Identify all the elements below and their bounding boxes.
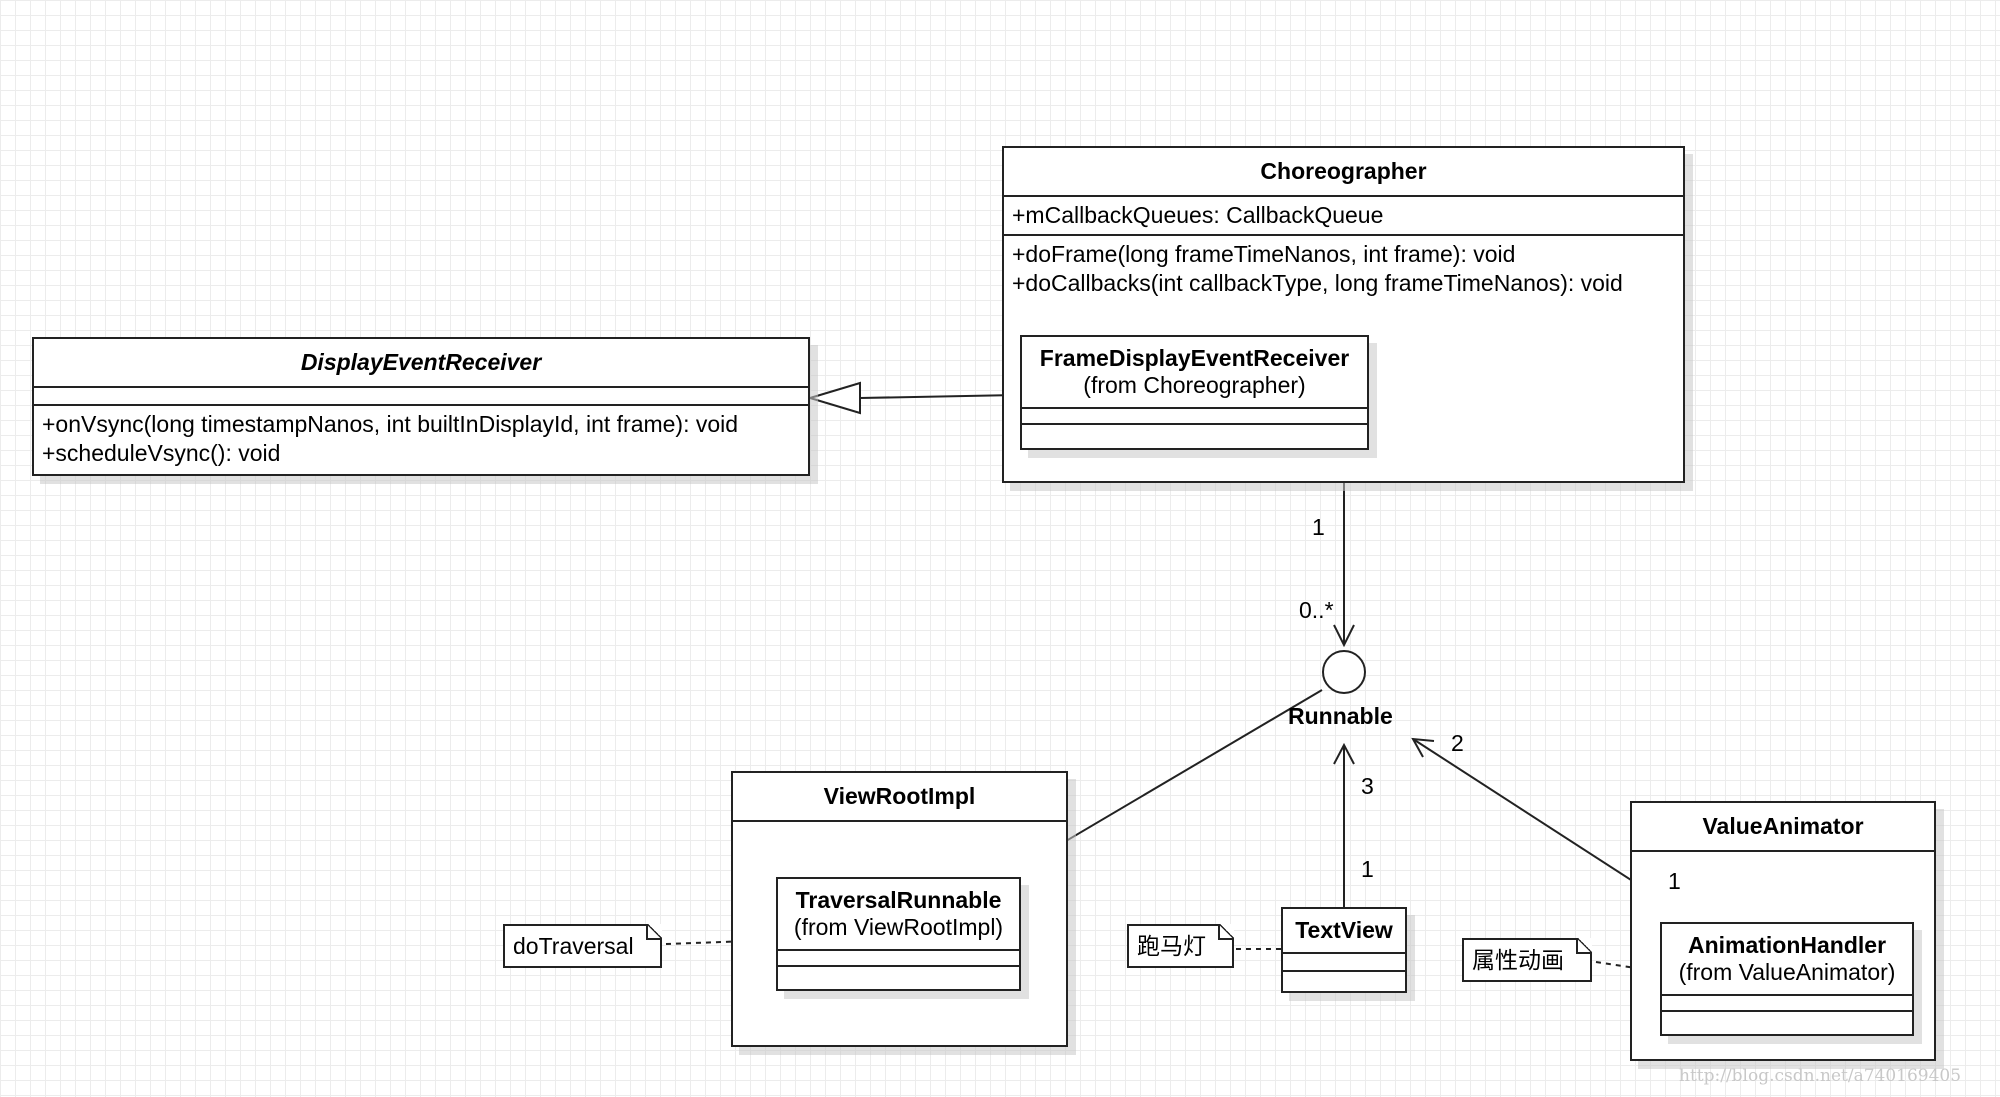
display-event-receiver-class[interactable]: DisplayEventReceiver +onVsync(long times…	[32, 337, 810, 476]
text-view-methods	[1283, 972, 1405, 990]
choreographer-name: Choreographer	[1004, 148, 1683, 197]
multiplicity-animation-arrow: 2	[1451, 730, 1464, 756]
view-root-impl-name: ViewRootImpl	[733, 773, 1066, 822]
traversal-runnable-origin: (from ViewRootImpl)	[793, 914, 1004, 940]
textview-arrowhead	[1333, 742, 1355, 765]
animation-handler-methods	[1662, 1012, 1912, 1028]
do-traversal-note[interactable]: doTraversal	[503, 924, 662, 968]
generalization-line	[859, 394, 1021, 399]
generalization-arrowhead	[806, 381, 861, 415]
value-animator-name: ValueAnimator	[1632, 803, 1934, 852]
frame-display-event-receiver-name: FrameDisplayEventReceiver	[1039, 345, 1350, 371]
association-arrowhead	[1333, 624, 1355, 648]
multiplicity-runnable-end: 0..*	[1299, 597, 1334, 623]
traversal-runnable-methods	[778, 967, 1019, 983]
choreographer-methods: +doFrame(long frameTimeNanos, int frame)…	[1004, 236, 1683, 302]
multiplicity-choreographer-end: 1	[1312, 514, 1325, 540]
display-event-receiver-methods: +onVsync(long timestampNanos, int builtI…	[34, 406, 808, 472]
animation-handler-name: AnimationHandler	[1687, 932, 1887, 958]
runnable-interface-circle	[1322, 650, 1366, 694]
choreographer-attributes: +mCallbackQueues: CallbackQueue	[1004, 197, 1683, 236]
display-event-receiver-name: DisplayEventReceiver	[34, 339, 808, 388]
multiplicity-textview-end: 1	[1361, 856, 1374, 882]
frame-display-event-receiver-origin: (from Choreographer)	[1083, 372, 1306, 398]
traversal-runnable-attributes	[778, 951, 1019, 967]
traversal-runnable-class[interactable]: TraversalRunnable (from ViewRootImpl)	[776, 877, 1021, 991]
animation-handler-attributes	[1662, 996, 1912, 1012]
watermark-text: http://blog.csdn.net/a740169405	[1679, 1066, 1962, 1086]
frame-display-event-receiver-class[interactable]: FrameDisplayEventReceiver (from Choreogr…	[1020, 335, 1369, 450]
traversal-runnable-header: TraversalRunnable (from ViewRootImpl)	[778, 879, 1019, 951]
frame-display-event-receiver-header: FrameDisplayEventReceiver (from Choreogr…	[1022, 337, 1367, 409]
multiplicity-textview-arrow: 3	[1361, 773, 1374, 799]
animation-handler-class[interactable]: AnimationHandler (from ValueAnimator)	[1660, 922, 1914, 1036]
method-schedulevsync: +scheduleVsync(): void	[42, 440, 281, 466]
attribute-mcallbackqueues: +mCallbackQueues: CallbackQueue	[1012, 202, 1384, 228]
method-doframe: +doFrame(long frameTimeNanos, int frame)…	[1012, 241, 1516, 267]
method-docallbacks: +doCallbacks(int callbackType, long fram…	[1012, 270, 1623, 296]
text-view-class[interactable]: TextView	[1281, 907, 1407, 993]
animation-handler-header: AnimationHandler (from ValueAnimator)	[1662, 924, 1912, 996]
text-view-attributes	[1283, 954, 1405, 972]
multiplicity-animation-end: 1	[1668, 868, 1681, 894]
property-animation-note-anchor	[1595, 961, 1663, 973]
frame-display-event-receiver-methods	[1022, 425, 1367, 441]
marquee-note[interactable]: 跑马灯	[1127, 924, 1234, 968]
method-onvsync: +onVsync(long timestampNanos, int builtI…	[42, 411, 739, 437]
view-root-impl-attributes	[733, 822, 1066, 840]
animation-handler-origin: (from ValueAnimator)	[1678, 959, 1896, 985]
runnable-interface-label: Runnable	[1288, 703, 1393, 729]
traversal-runnable-name: TraversalRunnable	[795, 887, 1002, 913]
display-event-receiver-attributes	[34, 388, 808, 406]
property-animation-note[interactable]: 属性动画	[1462, 938, 1592, 982]
frame-display-event-receiver-attributes	[1022, 409, 1367, 425]
text-view-name: TextView	[1283, 909, 1405, 954]
animation-arrowhead	[1411, 737, 1435, 758]
